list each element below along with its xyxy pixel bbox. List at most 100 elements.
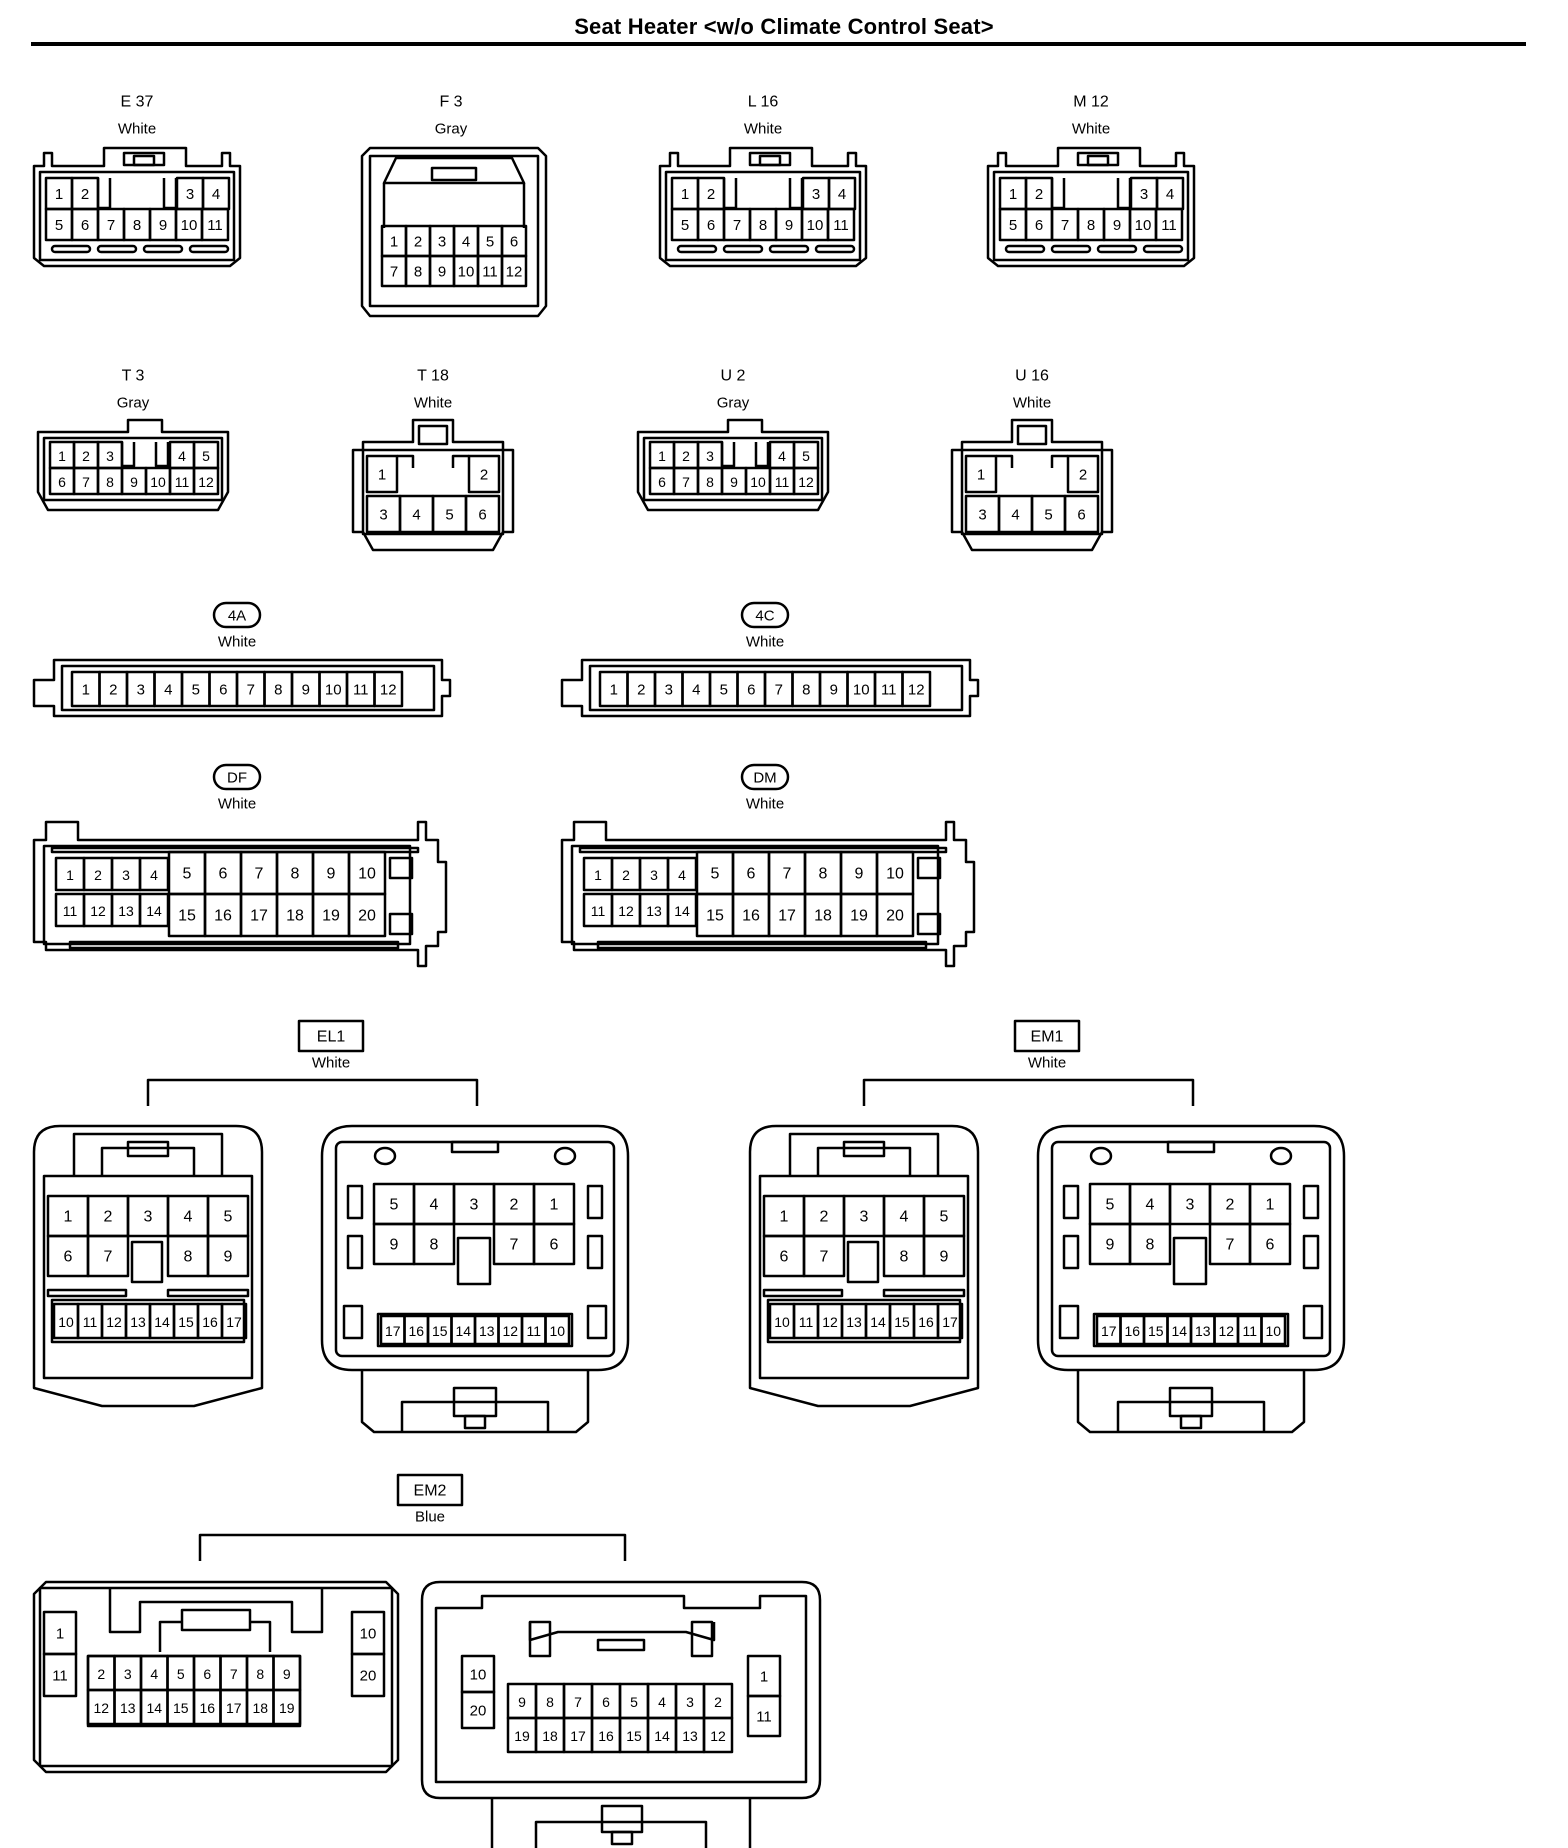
- connector-color: Gray: [117, 395, 150, 412]
- pin-number: 5: [224, 1209, 233, 1226]
- pin-number: 5: [720, 682, 728, 699]
- shell-part: [916, 912, 942, 936]
- shell-outline: [1050, 178, 1066, 210]
- pin-number: 10: [181, 217, 198, 234]
- title-rule: [31, 42, 1526, 46]
- shell-part: [38, 1586, 394, 1768]
- shell-part: [1172, 1236, 1208, 1286]
- pin-number: 2: [109, 682, 117, 699]
- shell-part: [142, 244, 184, 254]
- pin-number: 14: [154, 1314, 170, 1330]
- pin-number: 3: [137, 682, 145, 699]
- shell-part: [365, 454, 399, 494]
- pin-number: 6: [1077, 507, 1085, 524]
- pin-number: 6: [58, 474, 66, 490]
- pin-number: 12: [1218, 1323, 1234, 1339]
- pin-number: 8: [106, 474, 114, 490]
- pin-number: 5: [183, 866, 192, 883]
- shell-outline: [748, 1124, 980, 1408]
- shell-part: [467, 454, 501, 494]
- shell-outline: [120, 442, 136, 468]
- shell-outline: [32, 658, 452, 718]
- shell-outline: [32, 146, 242, 268]
- pin-number: 14: [870, 1314, 886, 1330]
- shell-outline: [1116, 178, 1132, 210]
- shell-part: [388, 912, 414, 936]
- connector-color: Gray: [717, 395, 750, 412]
- pin-number: 1: [594, 867, 602, 883]
- shell-outline: [32, 1124, 264, 1408]
- shell-part: [1013, 1019, 1081, 1053]
- pin-number: 7: [247, 682, 255, 699]
- pin-number: 2: [707, 186, 715, 203]
- shell-part: [376, 1312, 574, 1348]
- pin-number: 12: [710, 1728, 726, 1744]
- shell-outline: [36, 418, 230, 512]
- pin-number: 4: [838, 186, 846, 203]
- shell-part: [600, 1804, 644, 1834]
- shell-outline: [528, 1622, 716, 1642]
- pin-number: 8: [1146, 1237, 1155, 1254]
- pin-number: 16: [1124, 1323, 1140, 1339]
- pin-number: 6: [510, 234, 518, 251]
- pin-number: 20: [360, 1668, 377, 1685]
- pin-number: 18: [252, 1700, 268, 1716]
- shell-outline: [1050, 454, 1068, 468]
- pin-number: 6: [1266, 1237, 1275, 1254]
- pin-number: 2: [480, 467, 488, 484]
- shell-part: [532, 1222, 576, 1266]
- pin-number: 10: [549, 1323, 565, 1339]
- pin-number: 7: [510, 1237, 519, 1254]
- pin-number: 1: [82, 682, 90, 699]
- pin-number: 3: [124, 1666, 132, 1682]
- shell-outline: [250, 1620, 272, 1652]
- pin-number: 1: [780, 1209, 789, 1226]
- pin-number: 8: [184, 1249, 193, 1266]
- pin-number: 4: [1146, 1197, 1155, 1214]
- pin-number: 5: [390, 1197, 399, 1214]
- pin-number: 6: [602, 1694, 610, 1710]
- connector-id: EM2: [414, 1483, 447, 1500]
- pin-number: 7: [682, 474, 690, 490]
- shell-part: [992, 170, 1190, 262]
- shell-part: [50, 1298, 246, 1344]
- shell-outline: [720, 442, 736, 468]
- pin-number: 12: [798, 474, 814, 490]
- pin-number: 4: [658, 1694, 666, 1710]
- shell-part: [42, 436, 224, 502]
- pin-number: 9: [1113, 217, 1121, 234]
- shell-part: [412, 1222, 456, 1266]
- pin-number: 17: [570, 1728, 586, 1744]
- pin-number: 6: [1035, 217, 1043, 234]
- shell-part: [132, 154, 156, 167]
- shell-part: [1063, 494, 1100, 534]
- shell-part: [916, 856, 942, 880]
- connector-color: White: [744, 121, 782, 138]
- pin-number: 4: [778, 448, 786, 464]
- pin-number: 10: [58, 1314, 74, 1330]
- shell-part: [200, 207, 230, 242]
- shell-part: [596, 1638, 646, 1652]
- shell-outline: [420, 1580, 822, 1800]
- pin-number: 10: [358, 866, 376, 883]
- shell-part: [1260, 1314, 1287, 1346]
- pin-number: 5: [940, 1209, 949, 1226]
- connector-id-oval: [740, 601, 790, 629]
- connector-color: White: [1013, 395, 1051, 412]
- pin-number: 2: [414, 234, 422, 251]
- shell-part: [766, 1298, 962, 1344]
- pin-number: 7: [230, 1666, 238, 1682]
- pin-number: 10: [853, 682, 870, 699]
- pin-number: 10: [774, 1314, 790, 1330]
- shell-part: [1302, 1234, 1320, 1270]
- pin-number: 15: [894, 1314, 910, 1330]
- shell-outline: [146, 1078, 479, 1106]
- pin-number: 14: [654, 1728, 670, 1744]
- pin-number: 8: [256, 1666, 264, 1682]
- shell-part: [1050, 244, 1092, 254]
- pin-number: 12: [380, 682, 397, 699]
